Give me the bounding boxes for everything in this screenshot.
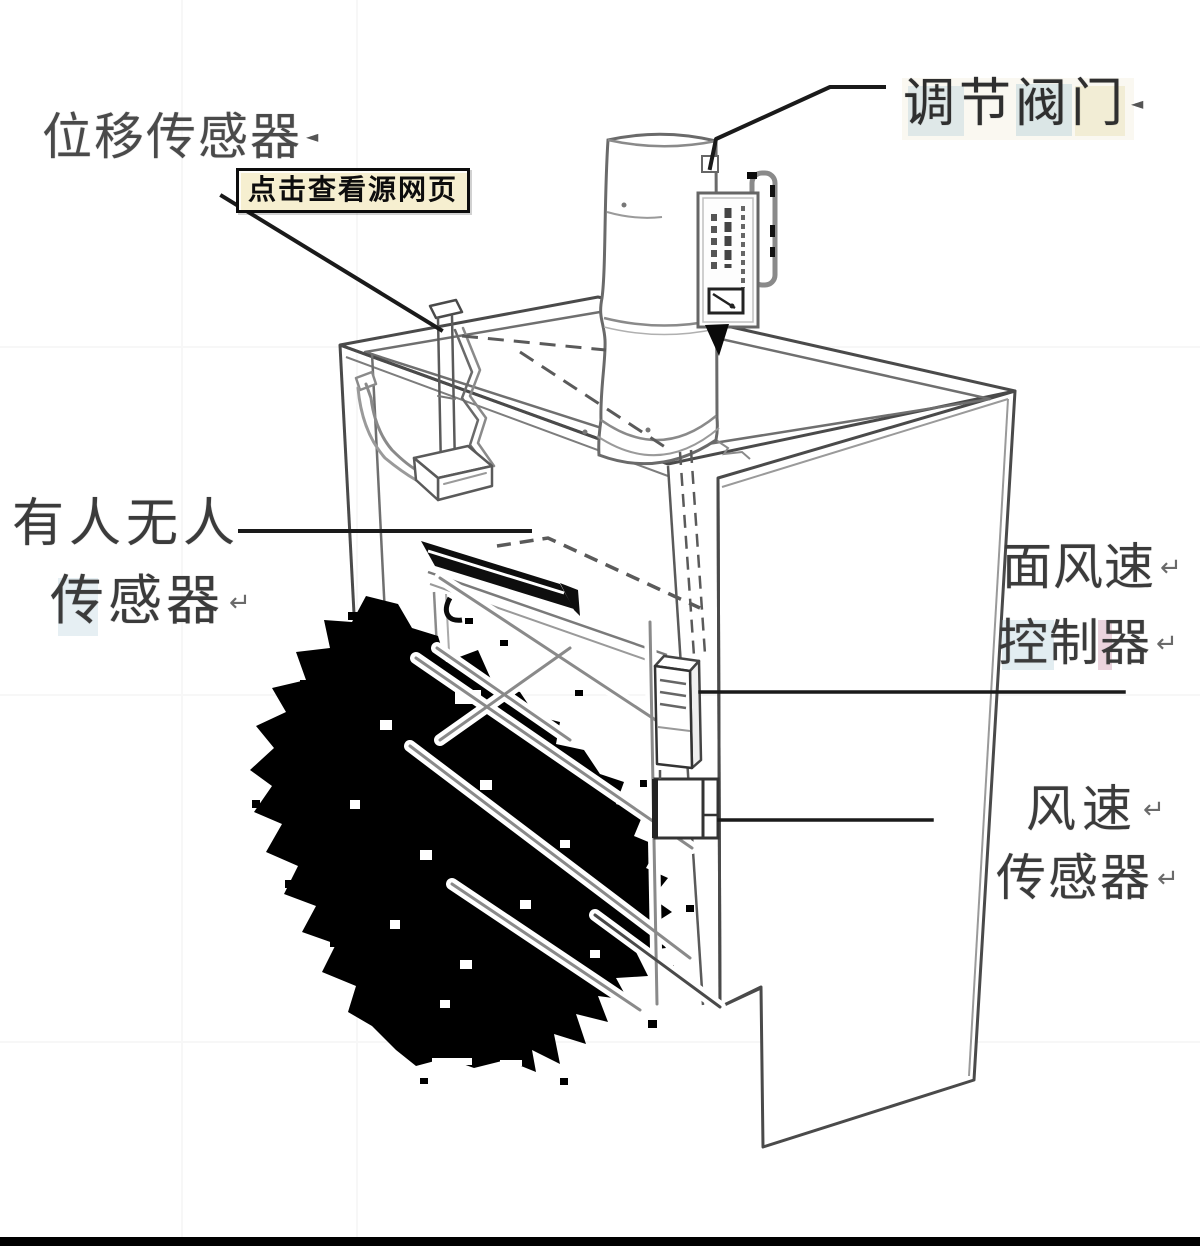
- sash-handle: [421, 541, 580, 623]
- view-source-page-tooltip[interactable]: 点击查看源网页: [236, 168, 471, 213]
- hidden-dashed-lines: [461, 334, 707, 657]
- label-wind-speed-line2: 传感器↵: [996, 850, 1181, 906]
- label-face-velocity-line1: 面风速↵: [1002, 539, 1183, 595]
- label-occupancy-sensor-line1: 有人无人: [12, 496, 241, 553]
- label-adjustment-valve: 调节阀门◄: [903, 76, 1148, 133]
- return-mark: ◄: [306, 127, 321, 146]
- label-displacement-sensor: 位移传感器◄: [42, 110, 320, 165]
- valve-pointer-triangle: [705, 324, 729, 356]
- interior-shelf-edges: [404, 572, 726, 1016]
- ocr-highlight: [908, 86, 964, 136]
- wind-speed-sensor-box: [652, 770, 720, 840]
- ocr-highlight: [58, 578, 98, 636]
- label-wind-speed-line1: 风速↵: [1026, 781, 1171, 837]
- return-mark: ↵: [1143, 795, 1171, 825]
- label-displacement-text: 位移传感器: [42, 109, 302, 165]
- valve-display: [707, 287, 745, 315]
- tooltip-text: 点击查看源网页: [248, 174, 459, 205]
- return-mark: ↵: [229, 588, 255, 618]
- valve-panel-text-columns: [711, 206, 745, 288]
- return-mark: ↵: [1156, 629, 1179, 659]
- ocr-highlight: [1016, 84, 1072, 136]
- exhaust-duct: [582, 132, 720, 466]
- label-occupancy-sensor-line2: 传感器↵: [50, 571, 255, 631]
- ocr-highlight: [902, 78, 1134, 140]
- label-face-velocity-line2: 控制器↵: [998, 615, 1179, 671]
- bottom-scan-bar: [0, 1237, 1200, 1246]
- return-mark: ◄: [1131, 94, 1148, 113]
- ocr-highlight: [1075, 86, 1125, 136]
- return-mark: ↵: [1157, 864, 1181, 894]
- ocr-highlight: [1002, 620, 1054, 670]
- ocr-highlight: [1098, 620, 1112, 670]
- return-mark: ↵: [1160, 553, 1183, 583]
- face-velocity-controller-box: [653, 654, 703, 770]
- leader-valve: [707, 85, 886, 171]
- cabinet-right-panel: [716, 389, 1017, 1149]
- leader-lines: [219, 85, 1126, 822]
- displacement-sensor-assembly: [354, 298, 496, 502]
- leader-displacement: [219, 193, 444, 333]
